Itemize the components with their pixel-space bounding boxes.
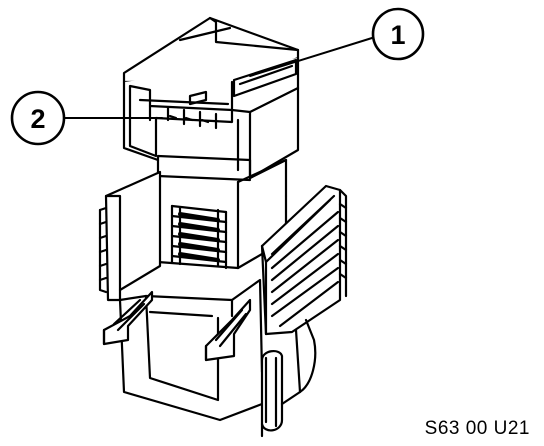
callout-2: 2 (10, 90, 163, 146)
lower-housing (98, 170, 348, 438)
callout-1-label: 1 (390, 20, 405, 50)
connector-body-middle (156, 158, 288, 270)
callout-1: 1 (249, 7, 425, 77)
upper-connector-plug (122, 16, 300, 198)
callout-2-label: 2 (30, 104, 45, 134)
figure-reference-code: S63 00 U21 (424, 418, 530, 439)
